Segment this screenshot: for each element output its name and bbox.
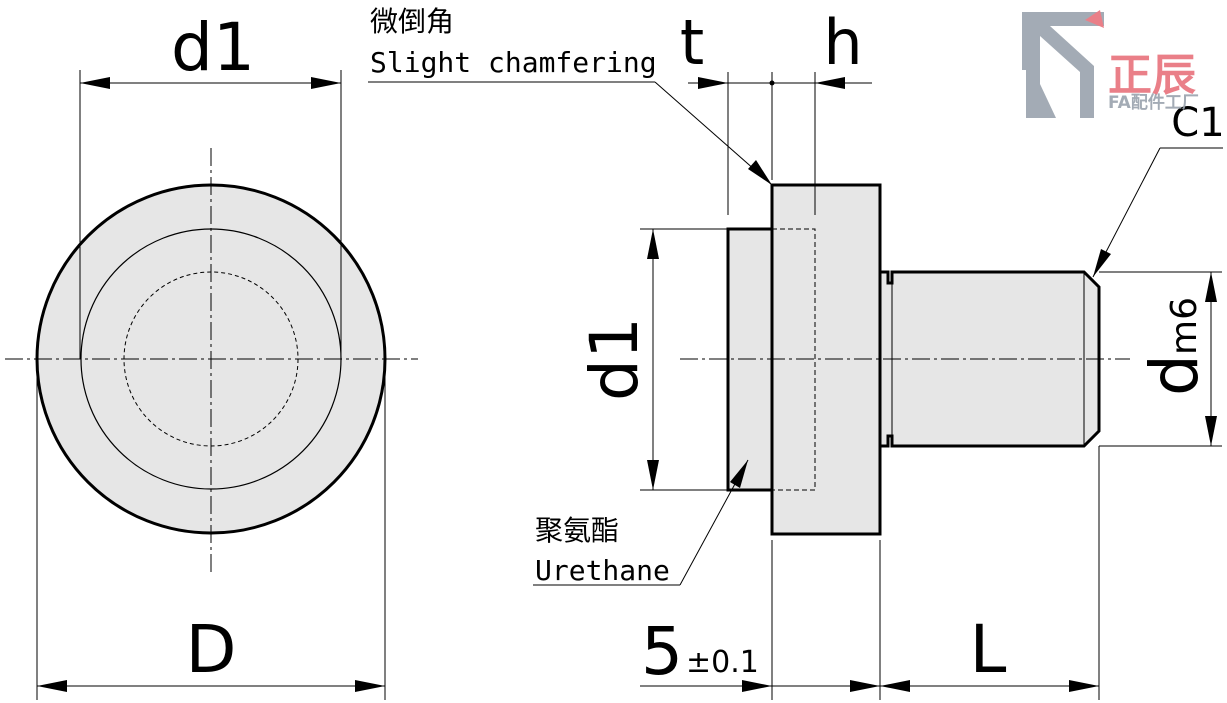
label-C1: C1: [1171, 100, 1224, 146]
label-d1-front: d1: [171, 9, 255, 86]
logo-brand-cn: 正辰: [1108, 50, 1196, 101]
leader-C1: C1: [1092, 100, 1225, 278]
dim-d1-side: d1: [576, 228, 728, 491]
label-d: d: [1136, 354, 1213, 396]
note-urethane-en: Urethane: [535, 554, 670, 587]
label-d1-side: d1: [576, 317, 653, 401]
dim-D: D: [36, 359, 386, 700]
leader-chamfer: 微倒角 Slight chamfering: [368, 5, 773, 186]
note-chamfer-cn: 微倒角: [370, 5, 454, 38]
label-t: t: [680, 6, 704, 79]
dim-d1-front: d1: [79, 9, 342, 359]
note-chamfer-en: Slight chamfering: [370, 46, 657, 79]
shaft: [878, 270, 1101, 448]
dim-t-h: t h: [680, 6, 872, 215]
label-h: h: [823, 6, 862, 79]
label-m6: m6: [1164, 297, 1205, 355]
label-tolerance: ±0.1: [686, 645, 759, 680]
label-5: 5: [641, 613, 683, 690]
brand-logo: 正辰 FA配件工厂: [1022, 10, 1199, 118]
front-view: [5, 148, 418, 575]
side-view: [680, 183, 1130, 536]
label-L: L: [970, 611, 1007, 688]
label-D: D: [186, 611, 237, 688]
logo-brand-sub: FA配件工厂: [1108, 92, 1199, 113]
logo-mark-icon: [1022, 12, 1104, 118]
dim-d-m6: d m6: [1099, 271, 1222, 447]
note-urethane-cn: 聚氨酯: [535, 514, 619, 547]
dim-5-L: 5 ±0.1 L: [640, 446, 1100, 700]
leader-urethane: 聚氨酯 Urethane: [533, 459, 749, 587]
